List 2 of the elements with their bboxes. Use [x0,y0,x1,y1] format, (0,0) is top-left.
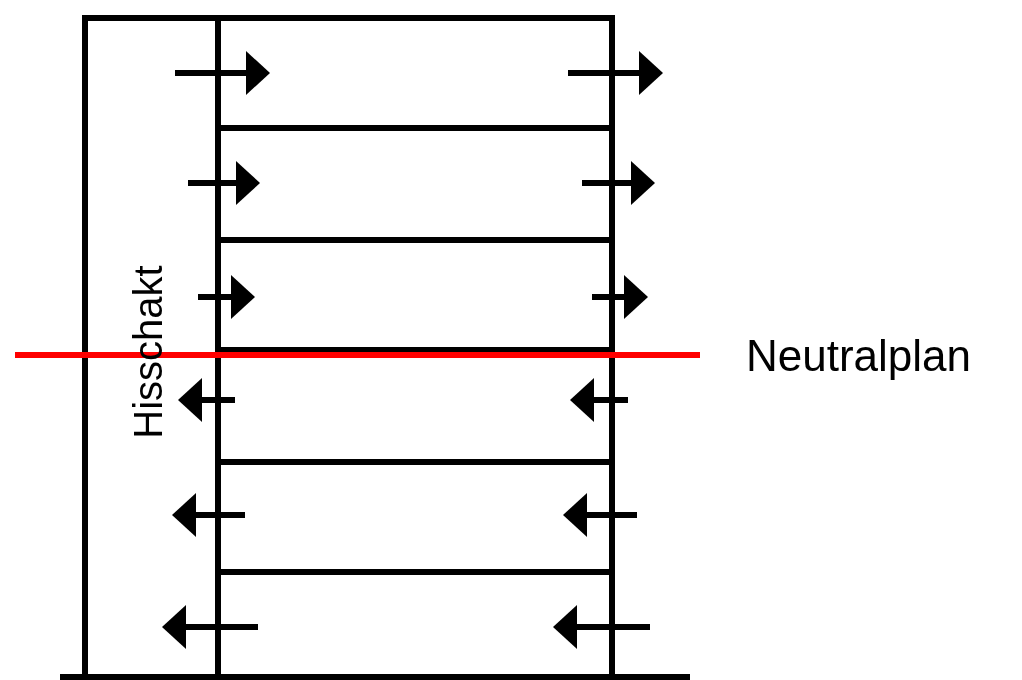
neutral-plane-label: Neutralplan [746,334,972,378]
shaft-label: Hisschakt [128,265,168,439]
